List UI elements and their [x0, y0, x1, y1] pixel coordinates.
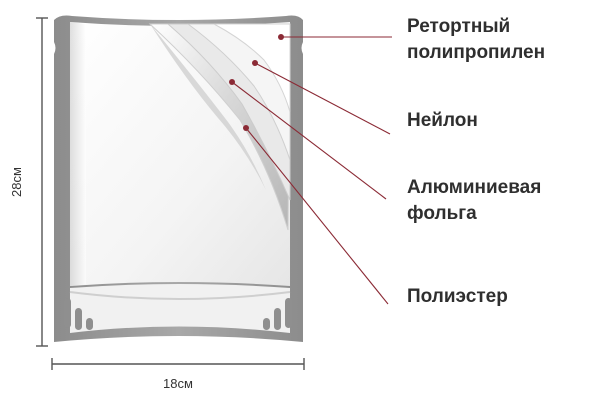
- layer-labels: Ретортный полипропилен Нейлон Алюминиева…: [407, 16, 545, 307]
- peeled-layer-rpp: [213, 23, 291, 113]
- label-nylon: Нейлон: [407, 110, 478, 131]
- width-dimension-label: 18см: [163, 376, 193, 391]
- label-rpp-line1: Ретортный: [407, 16, 510, 37]
- label-foil-line2: фольга: [407, 203, 477, 224]
- leader-dot-nylon: [252, 60, 258, 66]
- fold-crease-shadow: [150, 24, 266, 190]
- slot-left-1: [64, 298, 71, 328]
- slot-right-3: [263, 318, 270, 330]
- leader-dot-rpp: [278, 34, 284, 40]
- label-foil-line1: Алюминиевая: [407, 177, 541, 198]
- pouch: [54, 15, 303, 342]
- label-rpp-line2: полипропилен: [407, 42, 545, 63]
- leader-dot-foil: [229, 79, 235, 85]
- inner-left-shadow: [70, 22, 86, 286]
- pouch-bottom-seal: [70, 284, 290, 333]
- leader-line-foil: [231, 81, 387, 200]
- leader-dot-polyester: [243, 125, 249, 131]
- leader-line-nylon: [254, 62, 391, 135]
- slot-right-2: [274, 308, 281, 330]
- pouch-bottom-curve: [69, 291, 291, 300]
- slot-left-2: [75, 308, 82, 330]
- leader-lines: [229, 34, 392, 305]
- label-polyester: Полиэстер: [407, 286, 508, 307]
- slot-right-1: [285, 298, 292, 328]
- width-dimension: 18см: [51, 358, 305, 391]
- height-dimension-label: 28см: [9, 167, 24, 197]
- slot-left-3: [86, 318, 93, 330]
- height-dimension: 28см: [9, 17, 48, 347]
- leader-line-polyester: [245, 127, 389, 305]
